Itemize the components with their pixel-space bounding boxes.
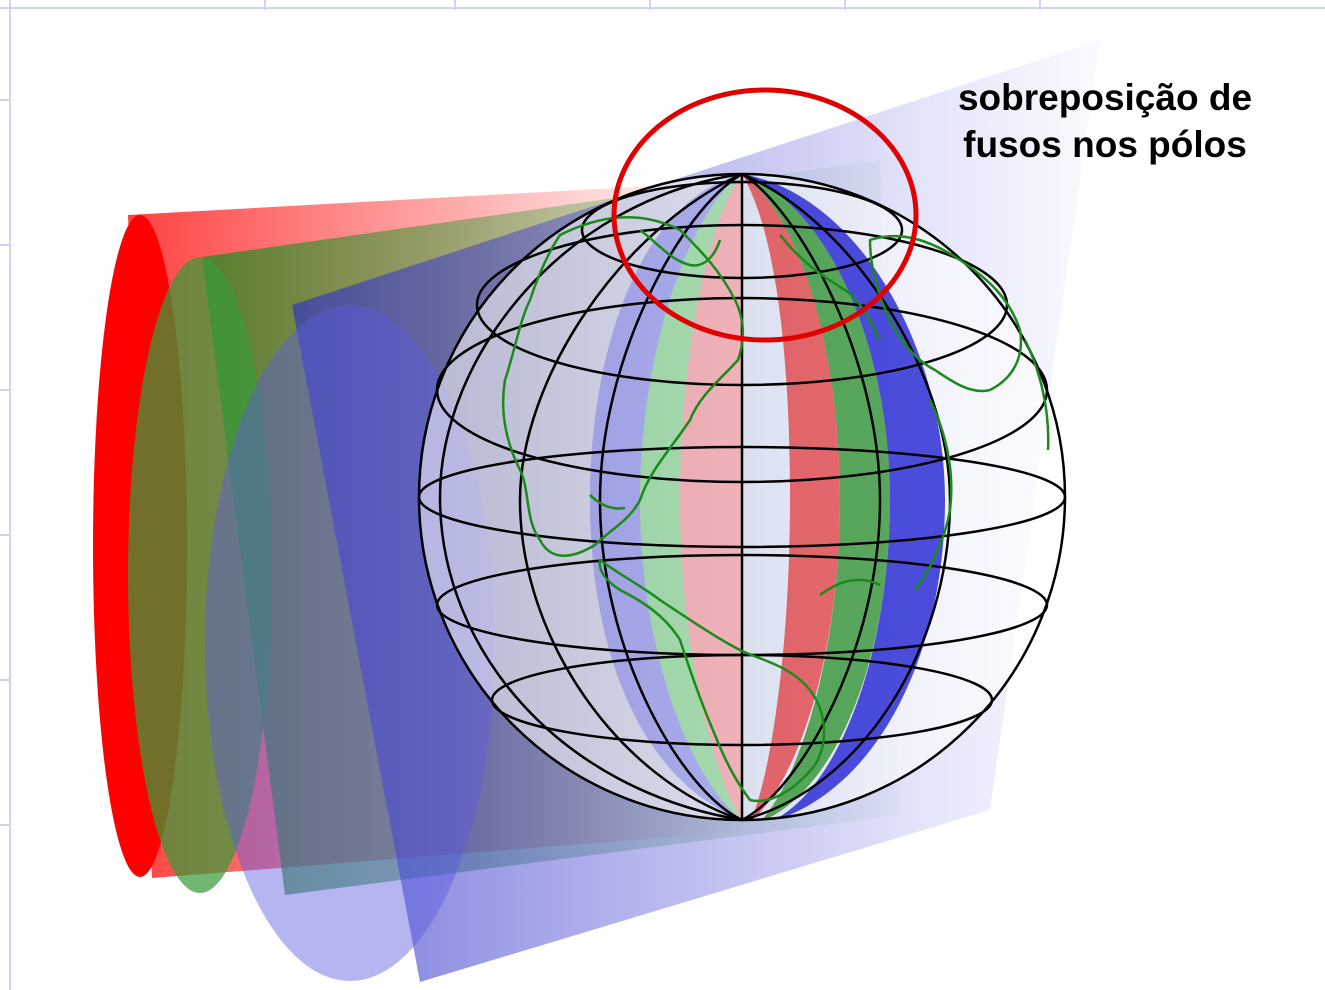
pole-overlap-annotation: sobreposição de fusos nos pólos xyxy=(905,74,1305,168)
graticule xyxy=(417,172,1067,822)
annotation-line-1: sobreposição de xyxy=(957,77,1253,118)
green-zone-strip-west xyxy=(640,174,742,820)
annotation-line-2: fusos nos pólos xyxy=(963,124,1247,165)
blue-zone-strip-east xyxy=(742,174,945,820)
coastlines xyxy=(501,216,1050,803)
globe xyxy=(417,172,1067,822)
pole-overlap-highlight-ring xyxy=(611,87,919,343)
red-zone-strip-east xyxy=(742,174,840,820)
